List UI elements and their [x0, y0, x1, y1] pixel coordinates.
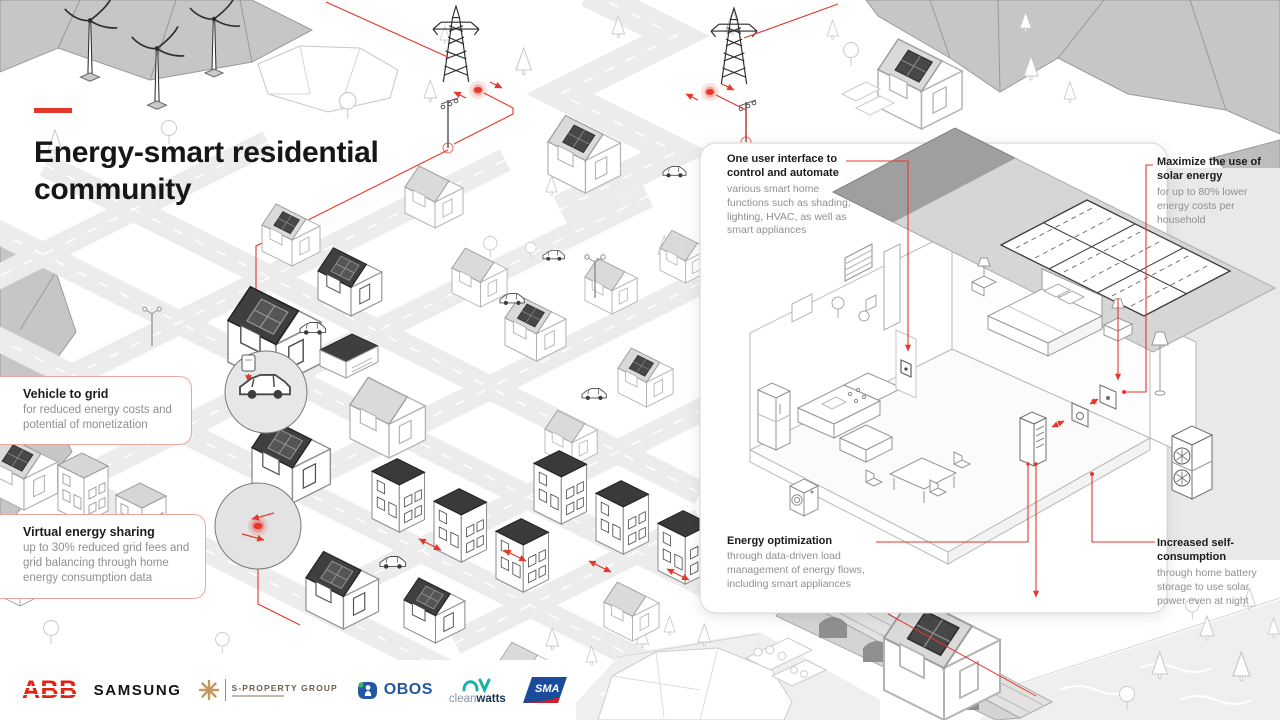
note-title: Maximize the use of solar energy — [1157, 156, 1261, 183]
callout-virtual-energy-sharing: Virtual energy sharing up to 30% reduced… — [0, 514, 206, 599]
sma-logo-text: SMA — [535, 683, 560, 695]
partner-logo-bar: ABB SAMSUNG S-PROPERTY GROUP OBOS — [0, 660, 576, 720]
dining-set-icon — [864, 451, 972, 503]
samsung-logo-text: SAMSUNG — [93, 681, 182, 699]
page-title: Energy-smart residential community — [34, 136, 379, 206]
community-houses — [0, 39, 962, 696]
note-body: through data-driven load management of e… — [727, 550, 865, 591]
cleanwatts-icon — [462, 678, 491, 693]
note-body: through home battery storage to use sola… — [1157, 566, 1257, 607]
note-title: Increased self-consumption — [1157, 537, 1235, 564]
logo-divider — [224, 679, 226, 701]
bathroom-fixtures — [831, 243, 901, 331]
s-property-group-logo: S-PROPERTY GROUP — [198, 679, 338, 701]
obos-logo-text: OBOS — [383, 681, 433, 698]
obos-house-icon — [357, 682, 377, 699]
obos-logo: OBOS — [354, 679, 433, 701]
bed-icon — [986, 268, 1104, 357]
cleanwatts-logo: cleanwatts — [449, 675, 506, 706]
energy-node-icon — [241, 512, 275, 542]
kitchen-counter-icon — [796, 372, 904, 463]
callout-body: for reduced energy costs and potential o… — [23, 404, 172, 432]
wallbox-icon — [1099, 384, 1117, 410]
washing-machine-icon — [788, 478, 820, 517]
note-body: for up to 80% lower energy costs per hou… — [1157, 185, 1248, 226]
s-property-logo-subline — [231, 695, 284, 698]
window-blind-icon — [844, 243, 873, 282]
riverside-house — [744, 596, 1000, 720]
vehicle-to-grid-bubble — [224, 350, 308, 434]
annotation-lines — [846, 160, 1155, 697]
samsung-logo: SAMSUNG — [94, 682, 182, 699]
sma-badge-icon: SMA — [522, 677, 567, 703]
thermostat-icon — [895, 329, 917, 399]
abb-logo: ABB — [22, 675, 78, 704]
wall-picture — [791, 293, 813, 323]
virtual-energy-sharing-bubble — [214, 482, 302, 570]
fridge-icon — [756, 382, 792, 451]
solar-panel-icon — [999, 199, 1232, 317]
note-solar-energy: Maximize the use of solar energy for up … — [1157, 155, 1261, 227]
callout-title: Virtual energy sharing — [23, 525, 155, 539]
inverter-icon — [1071, 402, 1089, 428]
callout-vehicle-to-grid: Vehicle to grid for reduced energy costs… — [0, 376, 192, 446]
note-user-interface: One user interface to control and automa… — [727, 152, 861, 238]
callout-body: up to 30% reduced grid fees and grid bal… — [23, 542, 190, 585]
page-title-block: Energy-smart residential community — [34, 108, 394, 208]
note-body: various smart home functions such as sha… — [727, 182, 851, 237]
note-self-consumption: Increased self-consumption through home … — [1157, 536, 1271, 608]
energy-sharing-arrows — [418, 538, 690, 581]
note-energy-optimization: Energy optimization through data-driven … — [727, 534, 877, 592]
abb-logo-text: ABB — [22, 675, 78, 704]
note-title: One user interface to control and automa… — [727, 153, 839, 180]
battery-icon — [1018, 411, 1048, 467]
title-accent-dash — [34, 108, 72, 113]
utility-pole-icon — [440, 97, 757, 148]
s-property-logo-text: S-PROPERTY GROUP — [231, 682, 338, 693]
callout-title: Vehicle to grid — [23, 387, 109, 401]
cleanwatts-text-bold: watts — [476, 692, 506, 705]
rock-hill — [597, 615, 793, 720]
grid-node-icon — [453, 81, 735, 101]
note-title: Energy optimization — [727, 535, 833, 547]
heat-pump-icon — [1170, 425, 1214, 500]
s-property-star-icon — [198, 679, 219, 701]
cutaway-house — [748, 127, 1277, 565]
mountains-top-left — [0, 0, 399, 113]
cleanwatts-text-light: clean — [448, 692, 477, 705]
sma-logo: SMA — [522, 675, 568, 705]
